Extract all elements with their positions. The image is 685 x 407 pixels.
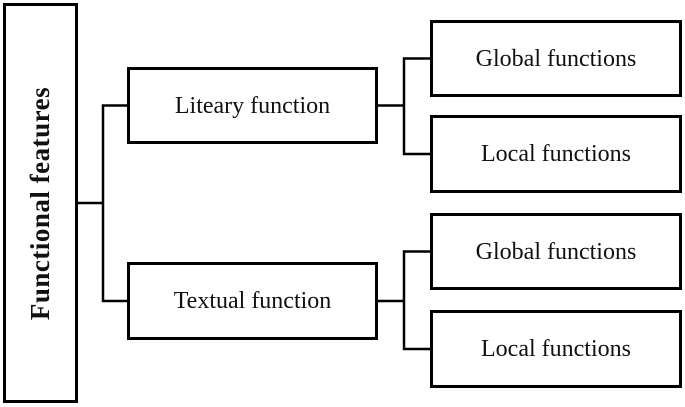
branch-2-label: Textual function xyxy=(173,288,332,314)
leaf-1a-label: Global functions xyxy=(475,45,637,72)
root-label: Functional features xyxy=(25,86,55,320)
leaf-box-global-functions-2: Global functions xyxy=(430,213,682,290)
root-bracket xyxy=(101,104,127,303)
branch-1-label: Liteary function xyxy=(174,92,331,119)
root-box-functional-features: Functional features xyxy=(3,3,78,403)
leaf-1b-label: Local functions xyxy=(481,141,631,167)
leaf-2b-label: Local functions xyxy=(481,336,631,362)
leaf-2a-label: Global functions xyxy=(475,238,637,265)
leaf-box-global-functions-1: Global functions xyxy=(430,20,682,97)
leaf-box-local-functions-2: Local functions xyxy=(430,310,682,388)
branch-2-bracket xyxy=(402,250,430,351)
branch-box-liteary-function: Liteary function xyxy=(127,67,378,144)
leaf-box-local-functions-1: Local functions xyxy=(430,115,682,193)
branch-box-textual-function: Textual function xyxy=(127,262,378,340)
branch-1-bracket xyxy=(402,57,430,156)
